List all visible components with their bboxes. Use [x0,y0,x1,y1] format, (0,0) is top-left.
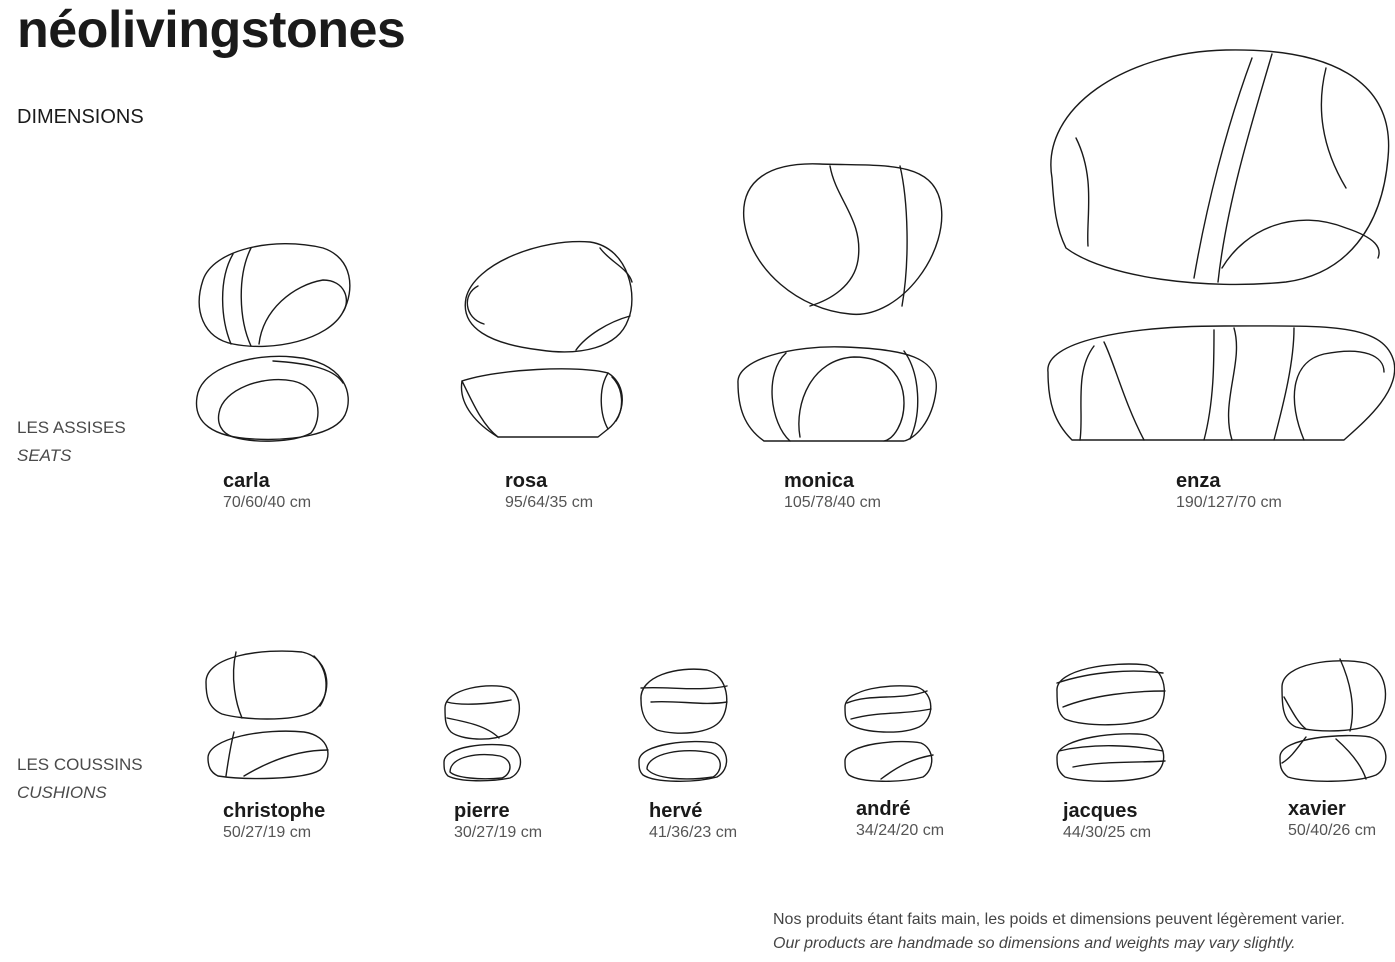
product-christophe: christophe 50/27/19 cm [223,800,325,843]
pierre-side-view [440,742,524,782]
product-rosa: rosa 95/64/35 cm [505,470,593,513]
product-herve: hervé 41/36/23 cm [649,800,737,843]
andre-side-view [841,739,935,783]
note-en: Our products are handmade so dimensions … [773,935,1296,952]
product-name: hervé [649,800,703,822]
andre-top-view [841,683,935,735]
enza-side-view [1044,322,1395,444]
product-dimensions: 30/27/19 cm [454,824,543,841]
product-jacques: jacques 44/30/25 cm [1063,800,1151,843]
product-dimensions: 44/30/25 cm [1063,824,1152,841]
seats-label-fr: LES ASSISES [17,418,126,437]
cushions-label-en: CUSHIONS [17,783,107,802]
product-dimensions: 105/78/40 cm [784,494,881,511]
product-name: monica [784,470,855,492]
jacques-top-view [1053,661,1169,727]
brand-title: néolivingstones [17,1,406,59]
herve-top-view [637,666,731,736]
monica-top-view [740,160,950,320]
product-dimensions: 95/64/35 cm [505,494,594,511]
product-dimensions: 70/60/40 cm [223,494,312,511]
product-xavier: xavier 50/40/26 cm [1288,798,1376,841]
enza-top-view [1046,48,1392,286]
herve-side-view [635,739,731,783]
product-name: xavier [1288,798,1346,820]
jacques-side-view [1053,731,1169,783]
note-fr: Nos produits étant faits main, les poids… [773,911,1345,928]
product-name: rosa [505,470,548,492]
product-name: carla [223,470,270,492]
product-name: andré [856,798,911,820]
product-dimensions: 41/36/23 cm [649,824,738,841]
product-andre: andré 34/24/20 cm [856,798,944,841]
product-monica: monica 105/78/40 cm [784,470,881,513]
product-dimensions: 50/27/19 cm [223,824,312,841]
product-name: enza [1176,470,1221,492]
product-dimensions: 190/127/70 cm [1176,494,1282,511]
christophe-top-view [202,648,332,720]
product-pierre: pierre 30/27/19 cm [454,800,542,843]
product-dimensions: 50/40/26 cm [1288,822,1377,839]
product-name: christophe [223,800,326,822]
product-dimensions: 34/24/20 cm [856,822,945,839]
cushions-section-label: LES COUSSINS CUSHIONS [17,751,143,807]
carla-side-view [193,353,353,443]
rosa-top-view [460,238,640,356]
cushions-label-fr: LES COUSSINS [17,755,143,774]
xavier-top-view [1276,657,1390,733]
handmade-note: Nos produits étant faits main, les poids… [773,908,1345,956]
carla-top-view [193,240,353,350]
product-carla: carla 70/60/40 cm [223,470,311,513]
christophe-side-view [204,728,334,782]
product-enza: enza 190/127/70 cm [1176,470,1282,513]
xavier-side-view [1276,733,1390,783]
section-heading: DIMENSIONS [17,106,144,128]
pierre-top-view [441,682,523,740]
rosa-side-view [458,365,628,440]
seats-label-en: SEATS [17,446,72,465]
seats-section-label: LES ASSISES SEATS [17,414,126,470]
monica-side-view [734,343,944,443]
product-name: jacques [1063,800,1138,822]
product-name: pierre [454,800,510,822]
